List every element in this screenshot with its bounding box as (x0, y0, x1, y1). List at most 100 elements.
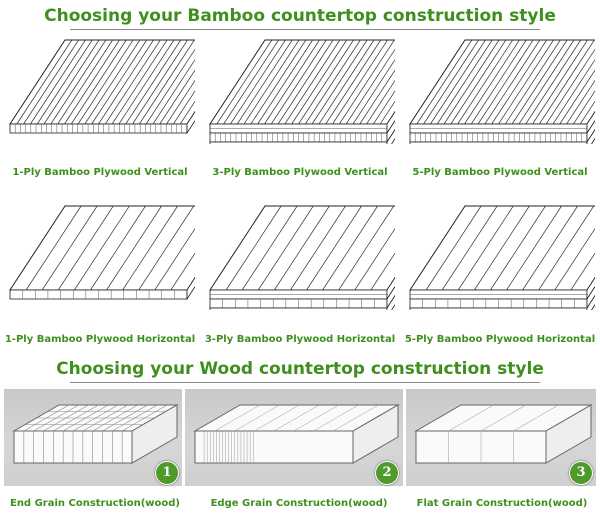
caption-end-grain: End Grain Construction(wood) (9, 498, 181, 509)
grain-stripe (338, 205, 395, 291)
slab-top-face (409, 205, 595, 291)
grain-stripe (274, 205, 330, 291)
grain-stripe (373, 90, 395, 125)
slab-top-face (209, 205, 395, 291)
ply-layer-side (386, 295, 395, 310)
grain-stripe (154, 227, 195, 291)
ply-layer-side (586, 286, 595, 310)
grain-stripe (77, 39, 134, 125)
ply-layer-front (209, 141, 388, 144)
grain-stripe (450, 39, 507, 125)
grain-stripe (345, 48, 395, 125)
grain-stripe (223, 39, 279, 125)
grain-stripe (416, 39, 473, 125)
caption-1ply-vertical: 1-Ply Bamboo Plywood Vertical (12, 167, 188, 178)
grain-stripe (243, 39, 300, 125)
grain-stripe (379, 100, 395, 125)
grain-stripe (98, 39, 154, 125)
caption-5ply-vertical: 5-Ply Bamboo Plywood Vertical (412, 167, 588, 178)
grain-stripe (74, 205, 130, 291)
wood-heading: Choosing your Wood countertop constructi… (56, 359, 544, 379)
grain-stripe (522, 205, 578, 291)
grain-stripe (306, 205, 362, 291)
ply-layer-side (386, 111, 395, 135)
grain-stripe (443, 39, 500, 125)
ply-layer-side (386, 129, 395, 144)
caption-edge-grain: Edge Grain Construction(wood) (210, 498, 388, 509)
badge-number-3: 3 (569, 461, 593, 485)
grain-stripe (506, 205, 562, 291)
grain-stripe (532, 39, 588, 125)
grain-stripe (236, 39, 293, 125)
grain-stripe (322, 205, 378, 291)
block-side-face (545, 404, 592, 464)
grain-stripe (106, 205, 162, 291)
ply-layer-side (386, 120, 395, 144)
grain-stripe (318, 39, 375, 125)
grain-stripe (554, 227, 595, 291)
slab-top-face (9, 205, 195, 291)
grain-stripe (457, 205, 514, 291)
grain-stripe (539, 39, 595, 125)
bamboo-5ply-horizontal-drawing (405, 200, 595, 310)
grain-stripe (573, 90, 595, 125)
grain-stripe (484, 39, 541, 125)
caption-1ply-horizontal: 1-Ply Bamboo Plywood Horizontal (4, 334, 196, 345)
grain-stripe (570, 252, 595, 291)
badge-number-2: 2 (375, 461, 399, 485)
grain-stripe (490, 205, 546, 291)
grain-stripe (30, 39, 86, 125)
grain-stripe (579, 100, 595, 125)
grain-stripe (70, 39, 127, 125)
ply-layer-side (586, 277, 595, 301)
ply-layer-side (591, 138, 595, 144)
grain-stripe (545, 48, 595, 125)
grain-stripe (166, 79, 195, 125)
grain-stripe (264, 39, 320, 125)
grain-stripe (457, 39, 513, 125)
grain-stripe (36, 39, 93, 125)
grain-stripe (370, 252, 395, 291)
block-side-face (352, 404, 399, 464)
grain-stripe (225, 205, 282, 291)
grain-stripe (477, 39, 534, 125)
grain-stripe (291, 39, 347, 125)
end-grain-panel: 1 (4, 389, 182, 486)
grain-stripe (16, 39, 73, 125)
grain-stripe (366, 79, 395, 125)
grain-stripe (125, 39, 182, 125)
block-front-face (194, 430, 354, 464)
grain-stripe (105, 39, 161, 125)
grain-stripe (498, 39, 554, 125)
ply-layer-side (591, 304, 595, 310)
ply-layer-side (386, 286, 395, 310)
grain-stripe (216, 39, 273, 125)
grain-stripe (518, 39, 575, 125)
grain-stripe (50, 39, 107, 125)
grain-stripe (298, 39, 354, 125)
ply-layer-side (186, 277, 195, 301)
grain-stripe (441, 205, 498, 291)
grain-stripe (111, 39, 168, 125)
grain-stripe (354, 227, 395, 291)
caption-5ply-horizontal: 5-Ply Bamboo Plywood Horizontal (404, 334, 596, 345)
grain-stripe (159, 69, 195, 125)
bamboo-heading: Choosing your Bamboo countertop construc… (44, 6, 556, 26)
badge-number-1: 1 (155, 461, 179, 485)
grain-stripe (257, 205, 314, 291)
grain-stripe (359, 69, 395, 125)
grain-stripe (436, 39, 493, 125)
grain-stripe (91, 39, 147, 125)
grain-stripe (41, 205, 98, 291)
ply-layer-side (586, 295, 595, 310)
grain-stripe (464, 39, 520, 125)
grain-stripe (423, 39, 479, 125)
ply-layer-side (186, 111, 195, 135)
caption-flat-grain: Flat Grain Construction(wood) (416, 498, 588, 509)
grain-stripe (170, 252, 195, 291)
grain-stripe (290, 205, 346, 291)
caption-3ply-vertical: 3-Ply Bamboo Plywood Vertical (212, 167, 388, 178)
grain-stripe (470, 39, 527, 125)
block-side-face (131, 404, 178, 464)
bamboo-1ply-vertical-drawing (5, 34, 195, 144)
